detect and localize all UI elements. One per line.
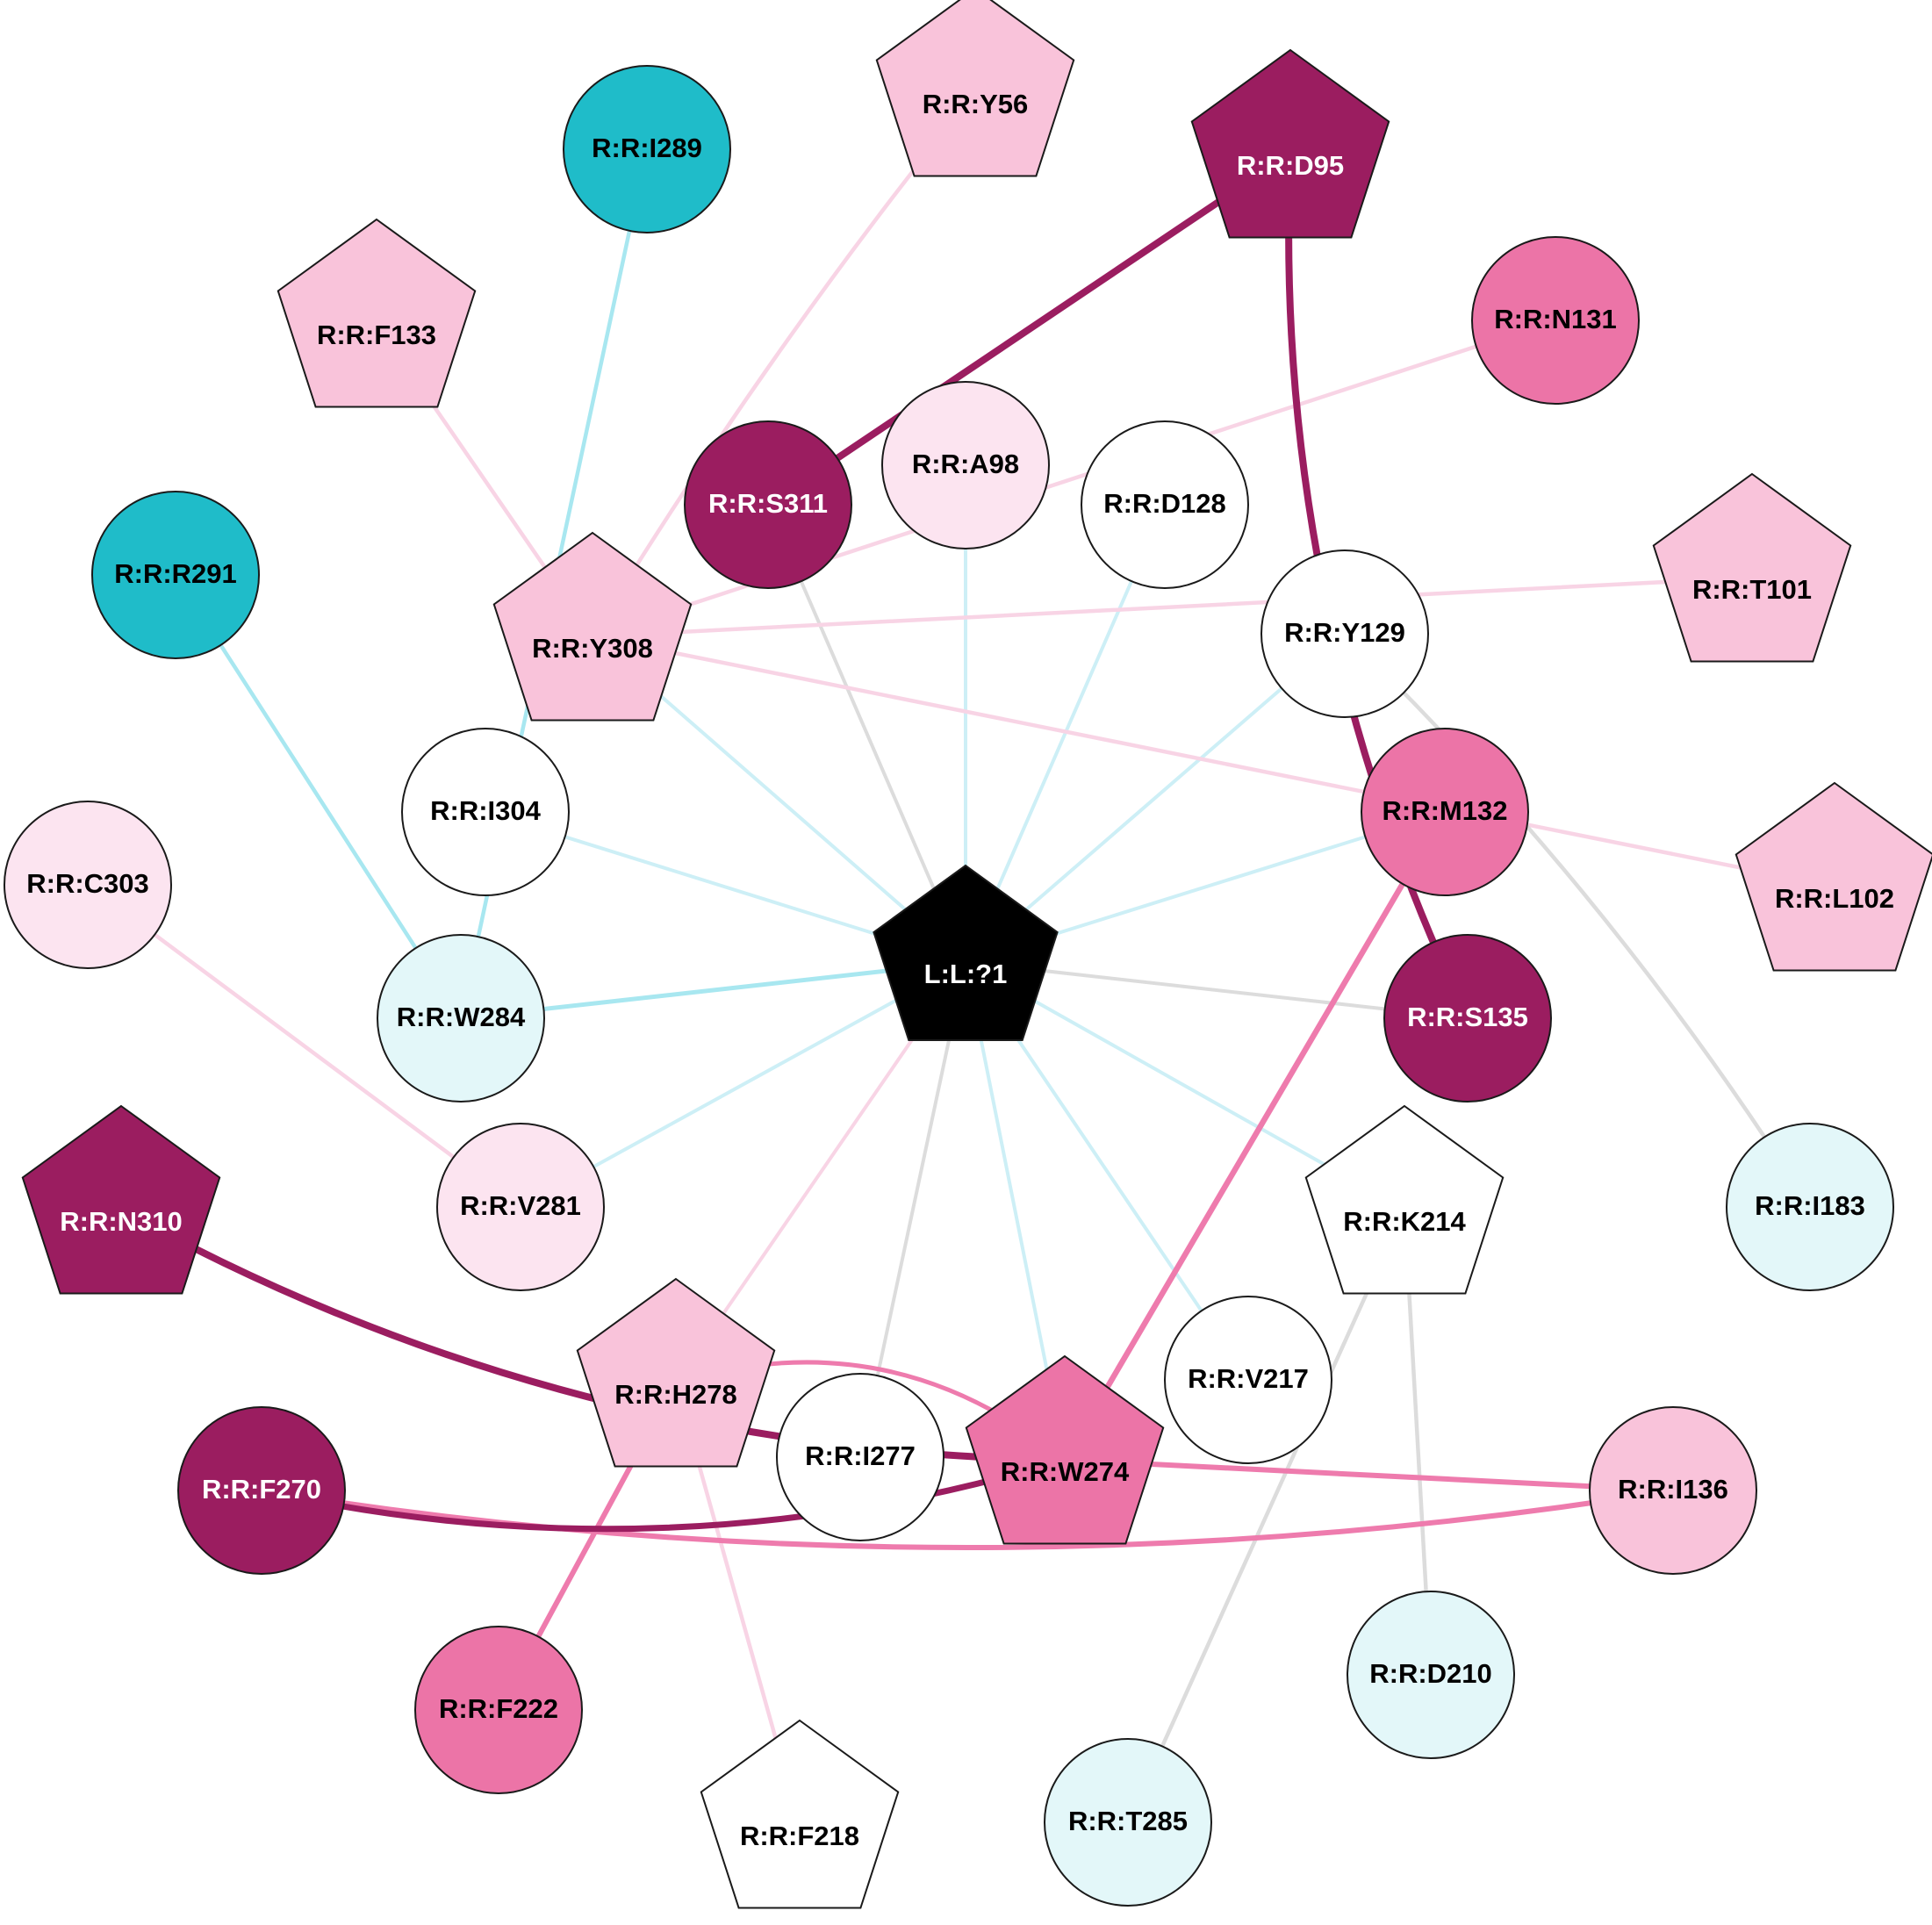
node-L:L:?1[interactable]: L:L:?1 [873,864,1059,1041]
node-pentagon-shape [1190,48,1390,239]
node-circle-shape [1164,1296,1332,1464]
node-R:R:W274[interactable]: R:R:W274 [965,1354,1165,1545]
node-R:R:F222[interactable]: R:R:F222 [414,1626,583,1794]
node-circle-shape [1361,728,1529,896]
node-R:R:F218[interactable]: R:R:F218 [700,1719,900,1909]
node-circle-shape [1044,1738,1212,1907]
node-pentagon-shape [965,1354,1165,1545]
node-R:R:W284[interactable]: R:R:W284 [377,934,545,1103]
node-pentagon-shape [1734,781,1932,972]
node-circle-shape [1726,1123,1894,1291]
edge-R:R:F270-R:R:W274 [258,1456,1068,1533]
node-circle-shape [177,1406,346,1575]
node-R:R:V281[interactable]: R:R:V281 [436,1123,605,1291]
node-circle-shape [776,1373,944,1541]
edge-R:R:F270-R:R:I136 [259,1488,1676,1550]
node-circle-shape [1081,420,1249,589]
node-circle-shape [414,1626,583,1794]
node-R:R:D210[interactable]: R:R:D210 [1347,1591,1515,1759]
node-R:R:I304[interactable]: R:R:I304 [401,728,570,896]
node-R:R:Y308[interactable]: R:R:Y308 [492,531,693,722]
edge-R:R:Y129-R:R:I183 [1342,631,1813,1210]
node-pentagon-shape [1304,1104,1505,1295]
node-circle-shape [91,491,260,659]
node-pentagon-shape [492,531,693,722]
node-R:R:I277[interactable]: R:R:I277 [776,1373,944,1541]
node-circle-shape [377,934,545,1103]
node-circle-shape [563,65,731,233]
node-R:R:V217[interactable]: R:R:V217 [1164,1296,1332,1464]
node-R:R:L102[interactable]: R:R:L102 [1734,781,1932,972]
node-pentagon-shape [576,1277,776,1468]
node-R:R:Y56[interactable]: R:R:Y56 [875,0,1075,177]
node-circle-shape [436,1123,605,1291]
node-circle-shape [4,801,172,969]
node-pentagon-shape [873,864,1059,1041]
node-circle-shape [401,728,570,896]
edge-R:R:W274-R:R:I136 [1062,1457,1676,1493]
node-R:R:F133[interactable]: R:R:F133 [277,218,477,408]
node-circle-shape [881,381,1050,549]
node-R:R:S311[interactable]: R:R:S311 [684,420,852,589]
node-R:R:N131[interactable]: R:R:N131 [1471,236,1640,405]
node-R:R:D95[interactable]: R:R:D95 [1190,48,1390,239]
node-R:R:I136[interactable]: R:R:I136 [1589,1406,1757,1575]
node-R:R:Y129[interactable]: R:R:Y129 [1260,549,1429,718]
node-circle-shape [1471,236,1640,405]
node-pentagon-shape [277,218,477,408]
edge-R:R:K214-R:R:T285 [1125,1207,1407,1825]
node-R:R:T285[interactable]: R:R:T285 [1044,1738,1212,1907]
node-circle-shape [1347,1591,1515,1759]
node-R:R:A98[interactable]: R:R:A98 [881,381,1050,549]
edge-R:R:Y308-R:R:T101 [590,575,1755,639]
node-circle-shape [684,420,852,589]
node-pentagon-shape [875,0,1075,177]
node-pentagon-shape [21,1104,221,1295]
edge-R:R:M132-R:R:W274 [1061,808,1448,1463]
node-R:R:H278[interactable]: R:R:H278 [576,1277,776,1468]
node-R:R:T101[interactable]: R:R:T101 [1652,472,1852,663]
node-circle-shape [1260,549,1429,718]
edge-R:R:D95-R:R:S311 [765,150,1294,508]
node-R:R:F270[interactable]: R:R:F270 [177,1406,346,1575]
node-R:R:M132[interactable]: R:R:M132 [1361,728,1529,896]
node-R:R:D128[interactable]: R:R:D128 [1081,420,1249,589]
node-circle-shape [1589,1406,1757,1575]
node-circle-shape [1383,934,1552,1103]
node-R:R:N310[interactable]: R:R:N310 [21,1104,221,1295]
node-R:R:R291[interactable]: R:R:R291 [91,491,260,659]
node-R:R:I183[interactable]: R:R:I183 [1726,1123,1894,1291]
node-R:R:C303[interactable]: R:R:C303 [4,801,172,969]
node-pentagon-shape [1652,472,1852,663]
edge-R:R:N131-R:R:Y308 [590,318,1558,639]
node-R:R:I289[interactable]: R:R:I289 [563,65,731,233]
edge-R:R:Y308-R:R:L102 [590,634,1837,889]
node-R:R:K214[interactable]: R:R:K214 [1304,1104,1505,1295]
node-R:R:S135[interactable]: R:R:S135 [1383,934,1552,1103]
node-pentagon-shape [700,1719,900,1909]
